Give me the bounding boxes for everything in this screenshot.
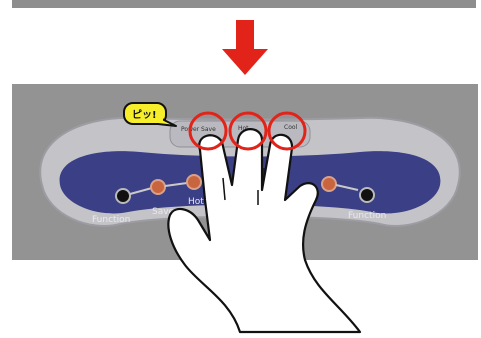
led-left-function	[116, 189, 130, 203]
led-left-save	[151, 180, 165, 194]
led-left-hot	[187, 175, 201, 189]
speech-bubble-text: ピッ!	[132, 109, 157, 121]
label-cool: Cool	[284, 124, 298, 131]
label-right-function: Function	[348, 211, 386, 221]
label-power-save: Power Save	[181, 126, 216, 133]
led-right-hot	[322, 177, 336, 191]
red-down-arrow-icon	[222, 20, 268, 75]
label-left-hot: Hot	[188, 197, 204, 207]
label-left-function: Function	[92, 215, 130, 225]
led-right-function	[360, 188, 374, 202]
